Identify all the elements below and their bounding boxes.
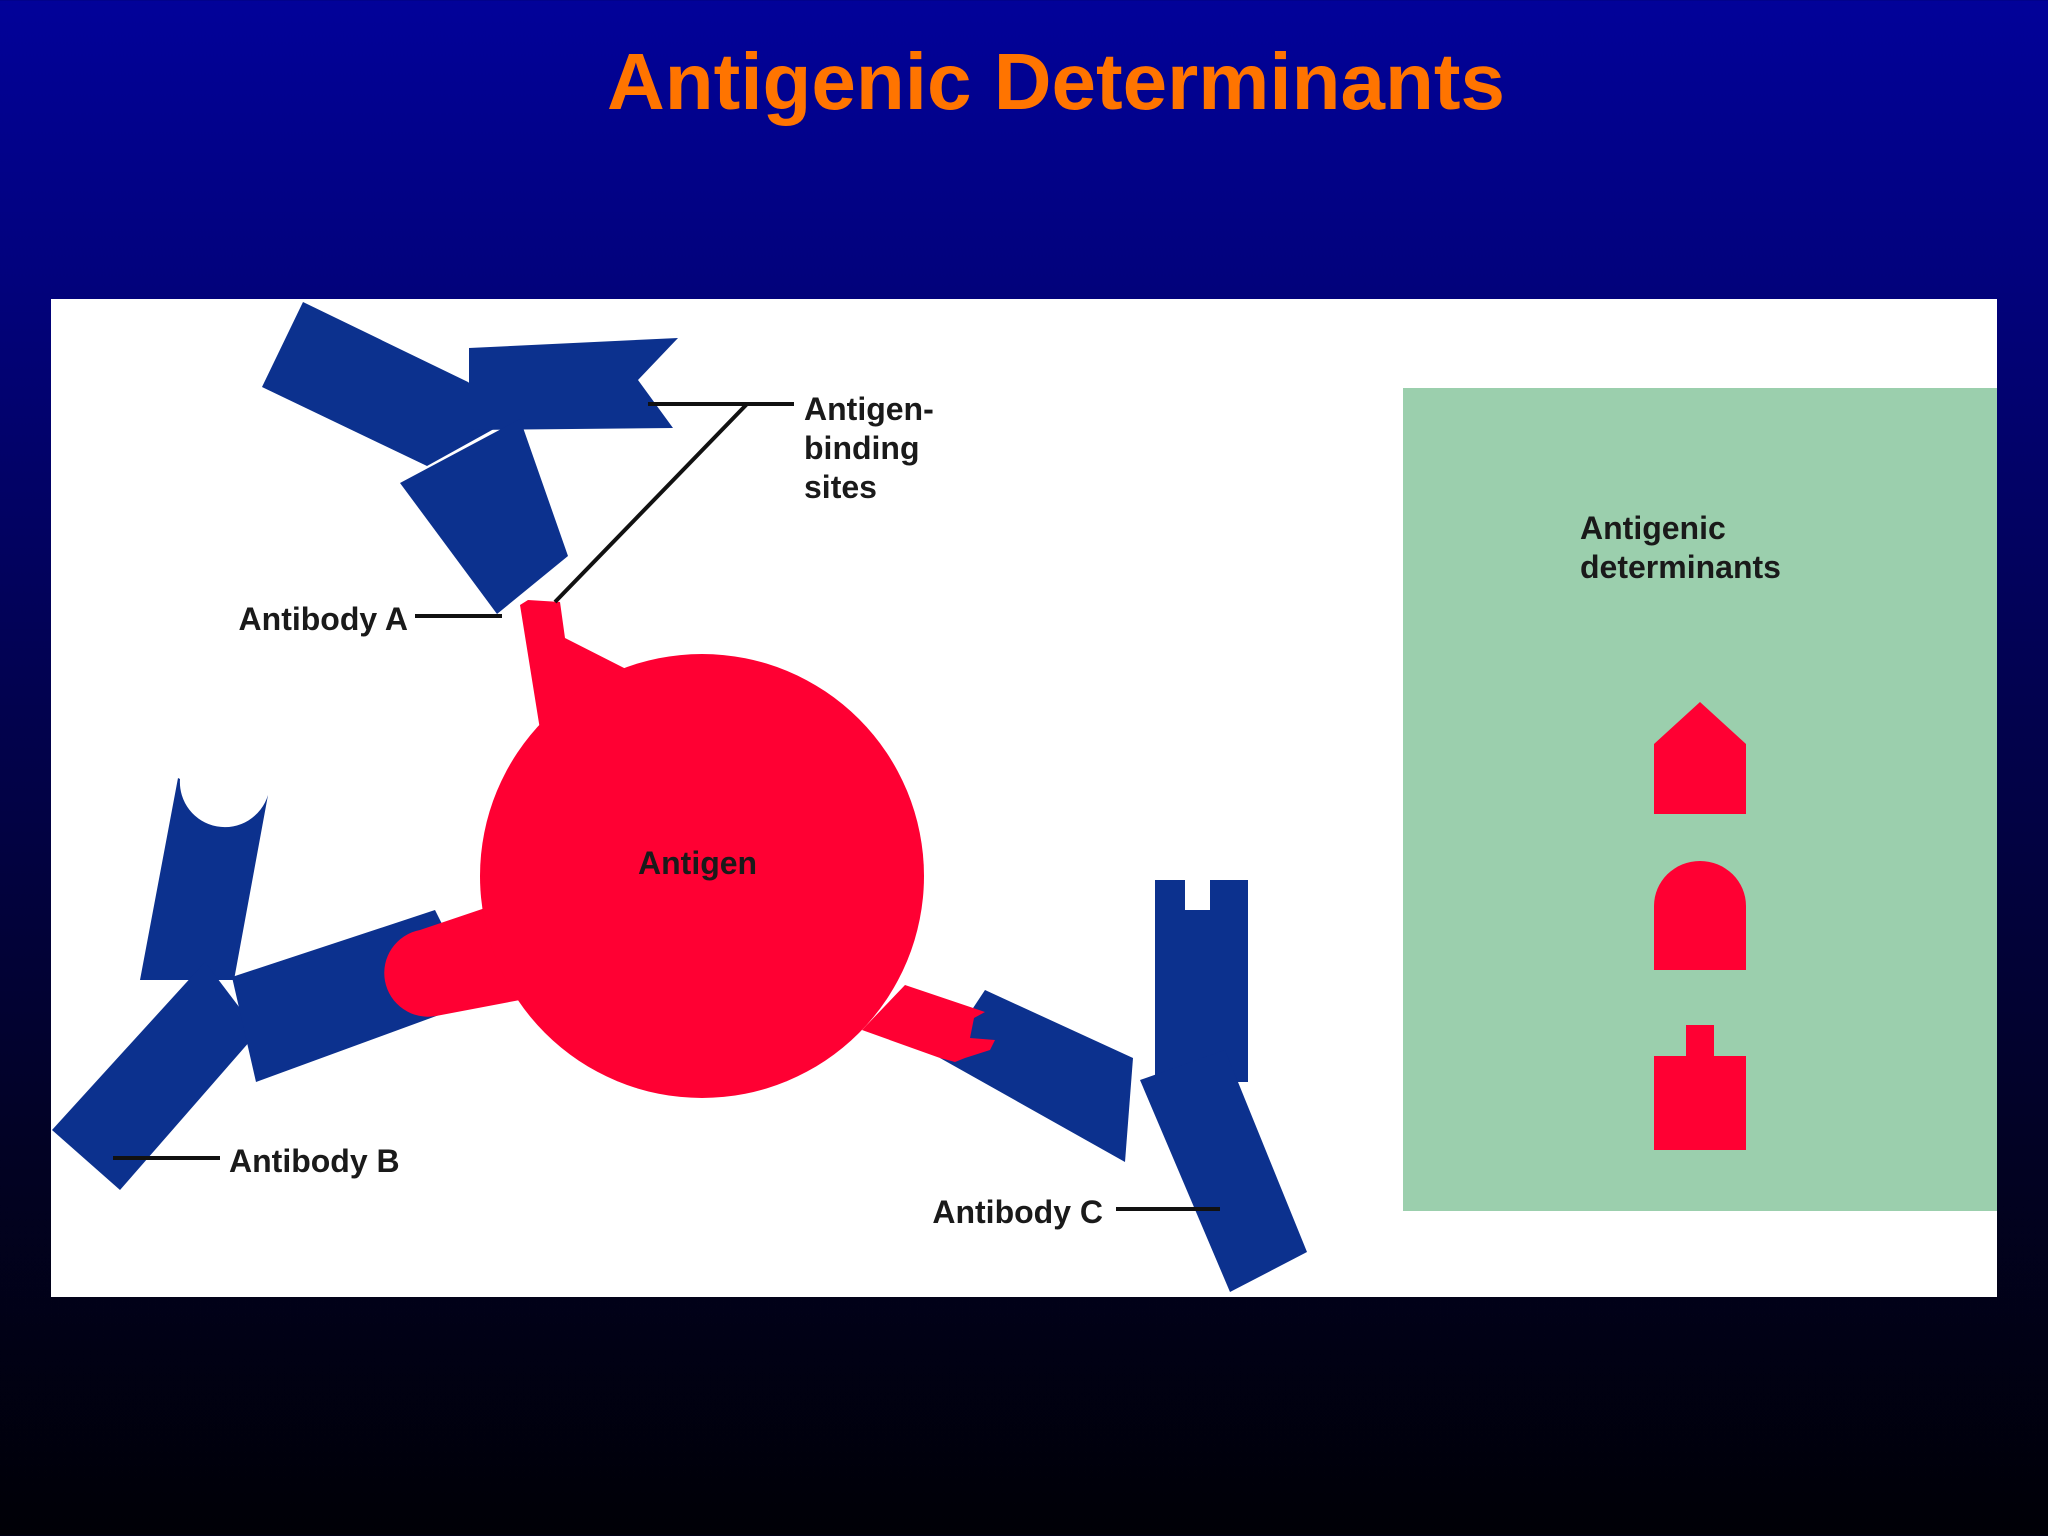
antigen-label: Antigen	[638, 845, 757, 881]
antibody-a-arm-right	[469, 338, 678, 430]
diagram-figure: Antigen Antibody A Antibody B Antibody C…	[51, 299, 1997, 1297]
antibody-c-arm-upper	[1155, 880, 1248, 1082]
determinants-panel-title-line-1: Antigenic	[1580, 510, 1726, 546]
antibody-b-arm-lower	[52, 962, 258, 1190]
antigen-determinant-b	[384, 903, 520, 1017]
antibody-c-label: Antibody C	[932, 1194, 1103, 1230]
leader-lines	[113, 402, 1220, 1211]
antibody-b-arm-upper	[140, 778, 268, 980]
antibody-b-label: Antibody B	[229, 1143, 400, 1179]
antibody-a	[262, 302, 678, 614]
antibody-a-label: Antibody A	[239, 601, 408, 637]
determinant-tabbed-shape	[1654, 1025, 1746, 1150]
antibody-c-stem	[940, 990, 1133, 1162]
determinant-pointed-shape	[1654, 702, 1746, 814]
determinants-panel: Antigenic determinants	[1403, 388, 1997, 1211]
antigen-determinant-a	[520, 600, 628, 742]
antibody-c-arm-lower	[1140, 1050, 1307, 1292]
determinants-panel-title-line-2: determinants	[1580, 549, 1781, 585]
determinant-rounded-shape	[1654, 861, 1746, 970]
antigen-antibody-diagram: Antigen Antibody A Antibody B Antibody C…	[52, 302, 1997, 1292]
binding-sites-leader-diagonal	[553, 402, 749, 604]
slide-title: Antigenic Determinants	[607, 37, 1505, 126]
binding-sites-label: Antigen- binding sites	[804, 391, 934, 505]
binding-sites-label-line-2: binding	[804, 430, 920, 466]
antigen-determinant-c	[862, 985, 995, 1062]
binding-sites-label-line-1: Antigen-	[804, 391, 934, 427]
antigen	[384, 600, 995, 1098]
antibody-a-arm-left	[262, 302, 512, 466]
antigen-body	[480, 654, 924, 1098]
antibody-a-stem	[400, 419, 568, 614]
binding-sites-label-line-3: sites	[804, 469, 877, 505]
antibody-c	[940, 880, 1307, 1292]
